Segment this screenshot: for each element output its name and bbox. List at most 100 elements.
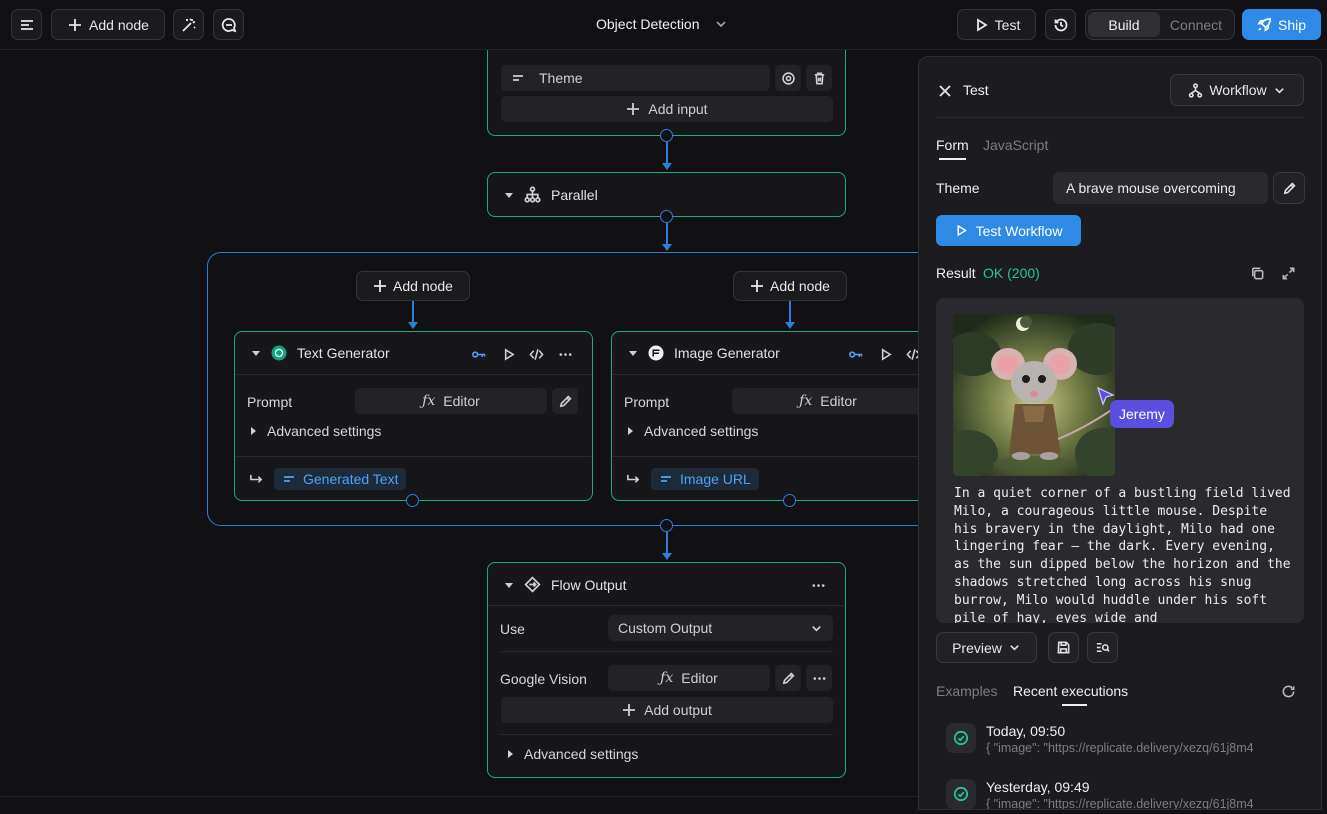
connection-port[interactable] <box>406 494 419 507</box>
menu-button[interactable] <box>11 9 42 40</box>
edit-prompt-button[interactable] <box>552 388 578 414</box>
more-options-button[interactable] <box>809 576 827 594</box>
theme-input[interactable]: A brave mouse overcoming <box>1053 172 1268 204</box>
output-more-button[interactable] <box>806 665 832 691</box>
active-tab-indicator <box>1062 704 1087 706</box>
plus-icon <box>374 280 387 292</box>
prompt-label: Prompt <box>624 394 670 410</box>
connector-line <box>412 301 414 323</box>
run-node-button[interactable] <box>876 345 894 363</box>
image-generator-node[interactable]: Image Generator Prompt ƒx Editor Advance… <box>611 331 970 501</box>
add-node-button[interactable]: Add node <box>51 9 165 40</box>
result-output-box[interactable]: Jeremy In a quiet corner of a bustling f… <box>936 298 1304 623</box>
execution-time[interactable]: Today, 09:50 <box>986 723 1066 739</box>
add-output-button[interactable]: Add output <box>501 697 833 723</box>
key-button[interactable] <box>469 345 487 363</box>
key-button[interactable] <box>846 345 864 363</box>
delete-field-button[interactable] <box>806 65 832 91</box>
mouse-illustration <box>953 314 1115 476</box>
connect-tab[interactable]: Connect <box>1169 16 1223 33</box>
expand-icon <box>1282 267 1294 279</box>
execution-payload: { "image": "https://replicate.delivery/x… <box>986 797 1254 810</box>
code-button[interactable] <box>527 345 545 363</box>
edit-output-button[interactable] <box>775 665 801 691</box>
panel-title: Test <box>963 82 989 98</box>
test-panel: Test Workflow Form JavaScript Theme A br… <box>918 56 1322 810</box>
execution-time[interactable]: Yesterday, 09:49 <box>986 779 1090 795</box>
node-header: Parallel <box>504 186 598 203</box>
divider <box>612 456 968 457</box>
input-node[interactable]: Theme Add input <box>487 50 846 136</box>
connection-port[interactable] <box>660 519 673 532</box>
check-circle-icon <box>953 730 969 746</box>
google-vision-label: Google Vision <box>500 671 587 687</box>
tab-form[interactable]: Form <box>936 137 969 153</box>
caret-down-icon <box>505 582 513 588</box>
connection-port[interactable] <box>660 129 673 142</box>
save-result-button[interactable] <box>1048 632 1079 663</box>
more-horizontal-icon <box>813 676 825 680</box>
text-generator-node[interactable]: Text Generator Prompt ƒx Editor Advanced… <box>234 331 593 501</box>
advanced-settings-toggle[interactable]: Advanced settings <box>506 746 638 762</box>
add-input-button[interactable]: Add input <box>501 96 833 122</box>
edit-theme-button[interactable] <box>1273 172 1305 204</box>
field-settings-button[interactable] <box>775 65 801 91</box>
tab-recent-executions[interactable]: Recent executions <box>1013 683 1129 699</box>
openai-icon <box>271 345 287 361</box>
advanced-settings-toggle[interactable]: Advanced settings <box>626 423 758 439</box>
use-select[interactable]: Custom Output <box>608 615 833 641</box>
chat-bubble-icon <box>221 17 236 32</box>
test-workflow-button[interactable]: Test Workflow <box>936 215 1081 246</box>
caret-down-icon <box>505 192 513 198</box>
bottom-divider <box>0 796 918 797</box>
play-icon <box>881 347 892 361</box>
prompt-editor-field[interactable]: ƒx Editor <box>732 388 924 414</box>
tab-examples[interactable]: Examples <box>936 683 998 699</box>
refresh-executions-button[interactable] <box>1279 682 1297 700</box>
workflow-mode-dropdown[interactable]: Workflow <box>1170 74 1304 106</box>
save-icon <box>1057 641 1070 654</box>
divider <box>235 456 591 457</box>
pencil-icon <box>782 671 795 684</box>
advanced-settings-toggle[interactable]: Advanced settings <box>249 423 381 439</box>
theme-input-field[interactable]: Theme <box>501 65 770 91</box>
divider <box>501 734 833 735</box>
prompt-editor-field[interactable]: ƒx Editor <box>355 388 547 414</box>
output-variable-tag[interactable]: Image URL <box>651 468 759 490</box>
text-lines-icon <box>661 476 671 482</box>
comment-button[interactable] <box>213 9 244 40</box>
flow-title-dropdown[interactable]: Object Detection <box>596 16 728 32</box>
inspect-result-button[interactable] <box>1087 632 1118 663</box>
result-label: Result <box>936 265 976 281</box>
use-label: Use <box>500 621 525 637</box>
build-tab[interactable]: Build <box>1088 12 1160 37</box>
close-panel-button[interactable] <box>936 82 954 100</box>
run-node-button[interactable] <box>499 345 517 363</box>
connector-arrow <box>662 244 672 251</box>
mode-segmented-control: Build Connect <box>1085 9 1235 40</box>
connection-port[interactable] <box>660 210 673 223</box>
flow-output-node[interactable]: Flow Output Use Custom Output Google Vis… <box>487 562 846 778</box>
expand-result-button[interactable] <box>1279 264 1297 282</box>
more-options-button[interactable] <box>556 345 574 363</box>
preview-dropdown[interactable]: Preview <box>936 632 1037 663</box>
tab-javascript[interactable]: JavaScript <box>983 137 1049 153</box>
parallel-node[interactable]: Parallel <box>487 172 846 217</box>
magic-wand-button[interactable] <box>173 9 204 40</box>
history-button[interactable] <box>1045 9 1076 40</box>
ship-button[interactable]: Ship <box>1242 9 1321 40</box>
rocket-icon <box>1257 18 1271 32</box>
magic-wand-icon <box>181 17 196 32</box>
output-variable-tag[interactable]: Generated Text <box>274 468 407 490</box>
active-tab-indicator <box>939 158 966 160</box>
add-node-branch-1-button[interactable]: Add node <box>356 271 470 301</box>
test-button[interactable]: Test <box>957 9 1036 40</box>
connector-arrow <box>785 322 795 329</box>
refresh-icon <box>1282 685 1294 697</box>
copy-result-button[interactable] <box>1248 264 1266 282</box>
output-editor-field[interactable]: ƒx Editor <box>608 665 770 691</box>
connection-port[interactable] <box>783 494 796 507</box>
divider <box>501 651 833 652</box>
gear-icon <box>781 71 795 85</box>
add-node-branch-2-button[interactable]: Add node <box>733 271 847 301</box>
